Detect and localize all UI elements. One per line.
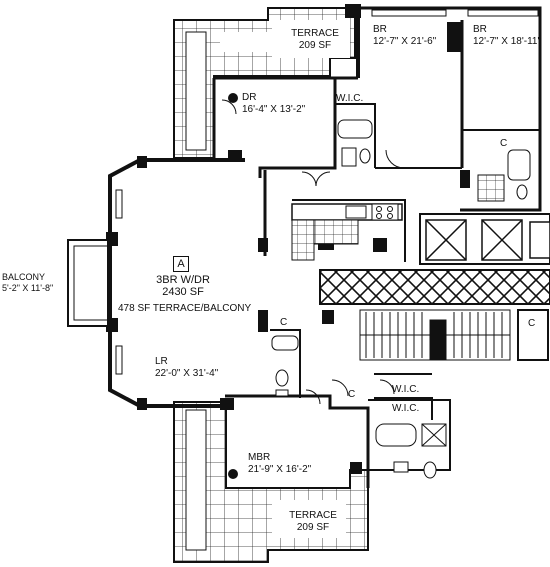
unit-letter-box: A <box>173 256 189 272</box>
unit-outdoor-area: 478 SF TERRACE/BALCONY <box>118 303 252 314</box>
kitchen <box>291 203 403 261</box>
master-bath <box>375 423 447 479</box>
balcony <box>67 239 109 327</box>
unit-type: 3BR W/DR <box>156 274 210 286</box>
terrace-top-label: TERRACE 209 SF <box>285 28 345 52</box>
wic-mid-label: W.I.C. <box>392 384 420 395</box>
terrace-bottom-label: TERRACE 209 SF <box>283 510 343 534</box>
unit-summary: 3BR W/DR 2430 SF <box>120 274 246 298</box>
column-dot-dr <box>228 93 238 103</box>
windows <box>115 9 539 375</box>
closet-hall-label: C <box>348 389 356 400</box>
closet-br-label: C <box>500 138 508 149</box>
wic-top-label: W.I.C. <box>336 93 364 104</box>
balcony-name: BALCONY <box>2 272 46 282</box>
br1-label: BR 12'-7" X 21'-6" <box>373 24 436 48</box>
br1-dims: 12'-7" X 21'-6" <box>373 36 437 47</box>
br2-label: BR 12'-7" X 18'-11" <box>473 24 541 48</box>
lr-dims: 22'-0" X 31'-4" <box>155 368 219 379</box>
public-corridor <box>319 269 550 305</box>
br2-dims: 12'-7" X 18'-11" <box>473 36 541 47</box>
br1-name: BR <box>373 24 387 35</box>
column-dot-mbr <box>228 469 238 479</box>
lr-label: LR 22'-0" X 31'-4" <box>155 356 218 380</box>
terrace-top-name: TERRACE <box>291 28 339 39</box>
elevator-core <box>425 219 550 261</box>
dr-name: DR <box>242 92 257 103</box>
terrace-bottom-name: TERRACE <box>289 510 337 521</box>
terrace-bottom <box>173 401 369 563</box>
bathroom-top <box>337 119 373 167</box>
balcony-label: BALCONY 5'-2" X 11'-8" <box>2 272 53 294</box>
walls <box>108 6 550 488</box>
balcony-dims: 5'-2" X 11'-8" <box>2 283 54 293</box>
columns <box>106 4 470 474</box>
closet-core-label: C <box>528 318 536 329</box>
bathroom-bedroom <box>477 149 531 202</box>
mbr-name: MBR <box>248 452 271 463</box>
mbr-label: MBR 21'-9" X 16'-2" <box>248 452 311 476</box>
closet-core-box <box>517 309 549 361</box>
mbr-dims: 21'-9" X 16'-2" <box>248 464 312 475</box>
stairs <box>359 309 511 361</box>
terrace-top-area: 209 SF <box>298 40 332 51</box>
terrace-top <box>173 7 356 159</box>
dr-dims: 16'-4" X 13'-2" <box>242 104 306 115</box>
terrace-bottom-area: 209 SF <box>296 522 330 533</box>
dr-label: DR 16'-4" X 13'-2" <box>242 92 305 116</box>
doors <box>221 99 405 405</box>
powder-room <box>271 335 299 397</box>
lr-name: LR <box>155 356 168 367</box>
br2-name: BR <box>473 24 487 35</box>
wic-low-label: W.I.C. <box>392 403 420 414</box>
unit-area: 2430 SF <box>162 286 204 298</box>
closet-lr-label: C <box>280 317 288 328</box>
